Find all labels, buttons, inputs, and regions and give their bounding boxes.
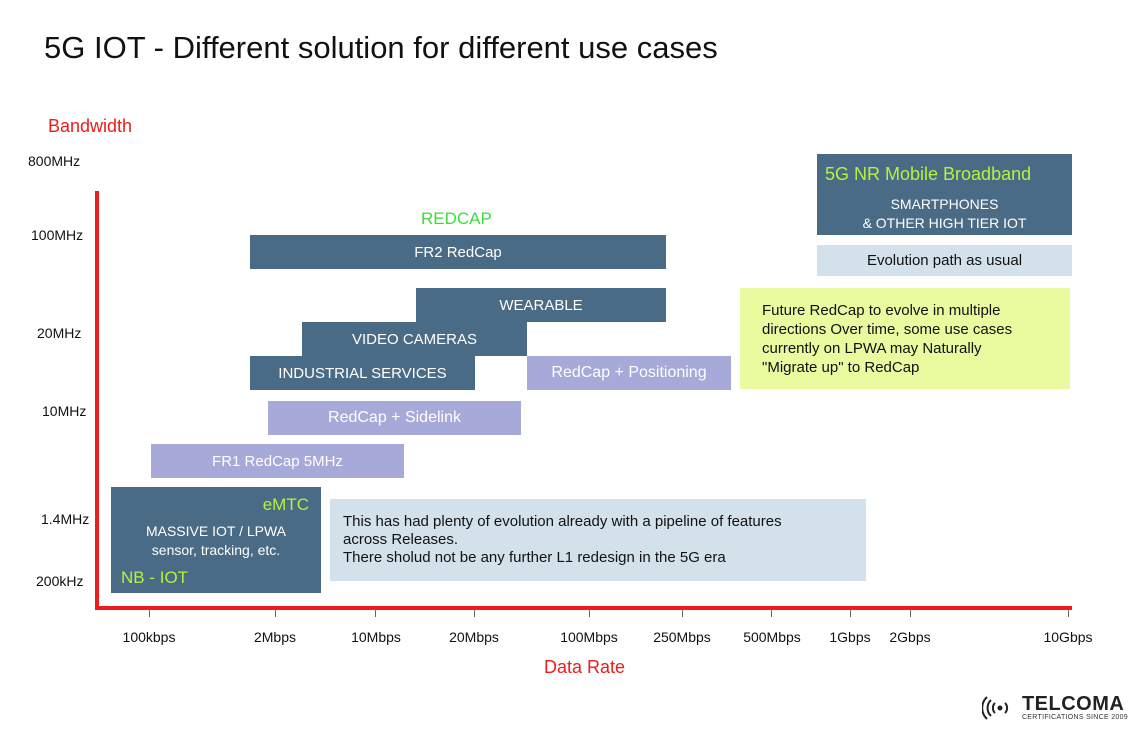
future-note-line: currently on LPWA may Naturally: [762, 340, 982, 357]
lpwa-note-line: across Releases.: [343, 531, 459, 548]
y-tick-200khz: 200kHz: [36, 573, 84, 589]
x-tick-500mbps: 500Mbps: [743, 629, 801, 645]
lpwa-note-line: There sholud not be any further L1 redes…: [343, 549, 726, 566]
redcap-sidelink-bar: RedCap + Sidelink: [268, 401, 521, 435]
x-tick-mark: [1068, 609, 1069, 617]
x-tick-mark: [375, 609, 376, 617]
x-tick-mark: [771, 609, 772, 617]
fr1-redcap-bar: FR1 RedCap 5MHz: [151, 444, 404, 478]
x-tick-mark: [589, 609, 590, 617]
wearable-bar: WEARABLE: [416, 288, 666, 322]
high-tier-iot-label: & OTHER HIGH TIER IOT: [862, 215, 1027, 231]
x-tick-mark: [682, 609, 683, 617]
signal-waves-icon: [981, 695, 1009, 720]
x-tick-100kbps: 100kbps: [122, 629, 176, 645]
y-tick-800mhz: 800MHz: [28, 153, 81, 169]
x-tick-10mbps: 10Mbps: [351, 629, 401, 645]
y-axis-line: [95, 191, 99, 610]
sensor-tracking-label: sensor, tracking, etc.: [151, 542, 281, 558]
x-tick-1gbps: 1Gbps: [829, 629, 871, 645]
x-tick-mark: [149, 609, 150, 617]
future-note-line: Future RedCap to evolve in multiple: [762, 302, 1001, 319]
telcoma-logo: TELCOMA CERTIFICATIONS SINCE 2009: [981, 693, 1128, 721]
video-cameras-bar: VIDEO CAMERAS: [302, 322, 527, 356]
evolution-path-box: Evolution path as usual: [817, 245, 1072, 276]
x-tick-100mbps: 100Mbps: [560, 629, 618, 645]
logo-name: TELCOMA: [1021, 693, 1125, 715]
x-tick-2mbps: 2Mbps: [253, 629, 297, 645]
x-tick-250mbps: 250Mbps: [653, 629, 711, 645]
mobile-broadband-title: 5G NR Mobile Broadband: [825, 164, 1032, 184]
massive-iot-label: MASSIVE IOT / LPWA: [145, 523, 287, 539]
logo-tagline: CERTIFICATIONS SINCE 2009: [1021, 714, 1128, 721]
x-axis-label: Data Rate: [544, 657, 626, 677]
y-tick-1-4mhz: 1.4MHz: [41, 511, 90, 527]
y-tick-20mhz: 20MHz: [37, 325, 82, 341]
x-tick-mark: [275, 609, 276, 617]
fr2-redcap-bar: FR2 RedCap: [250, 235, 666, 269]
nbiot-label: NB - IOT: [121, 568, 189, 587]
page-title: 5G IOT - Different solution for differen…: [44, 30, 718, 65]
future-note-line: "Migrate up" to RedCap: [762, 359, 920, 376]
mobile-broadband-box: 5G NR Mobile Broadband SMARTPHONES & OTH…: [817, 154, 1072, 235]
future-redcap-note: Future RedCap to evolve in multiple dire…: [740, 288, 1070, 389]
y-tick-10mhz: 10MHz: [42, 403, 87, 419]
future-note-line: directions Over time, some use cases: [762, 321, 1013, 338]
x-tick-2gbps: 2Gbps: [889, 629, 931, 645]
y-axis-label: Bandwidth: [48, 116, 133, 136]
redcap-positioning-bar: RedCap + Positioning: [527, 356, 731, 390]
y-tick-100mhz: 100MHz: [31, 227, 84, 243]
x-tick-mark: [910, 609, 911, 617]
x-axis-line: [95, 606, 1072, 610]
lpwa-note-line: This has had plenty of evolution already…: [343, 513, 782, 530]
redcap-label: REDCAP: [421, 209, 492, 228]
x-tick-20mbps: 20Mbps: [449, 629, 499, 645]
lpwa-evolution-note: This has had plenty of evolution already…: [330, 499, 866, 581]
smartphones-label: SMARTPHONES: [890, 196, 999, 212]
emtc-label: eMTC: [262, 495, 309, 514]
industrial-services-bar: INDUSTRIAL SERVICES: [250, 356, 475, 390]
x-tick-mark: [474, 609, 475, 617]
x-tick-10gbps: 10Gbps: [1043, 629, 1093, 645]
x-tick-mark: [850, 609, 851, 617]
lpwa-box: eMTC MASSIVE IOT / LPWA sensor, tracking…: [111, 487, 321, 593]
